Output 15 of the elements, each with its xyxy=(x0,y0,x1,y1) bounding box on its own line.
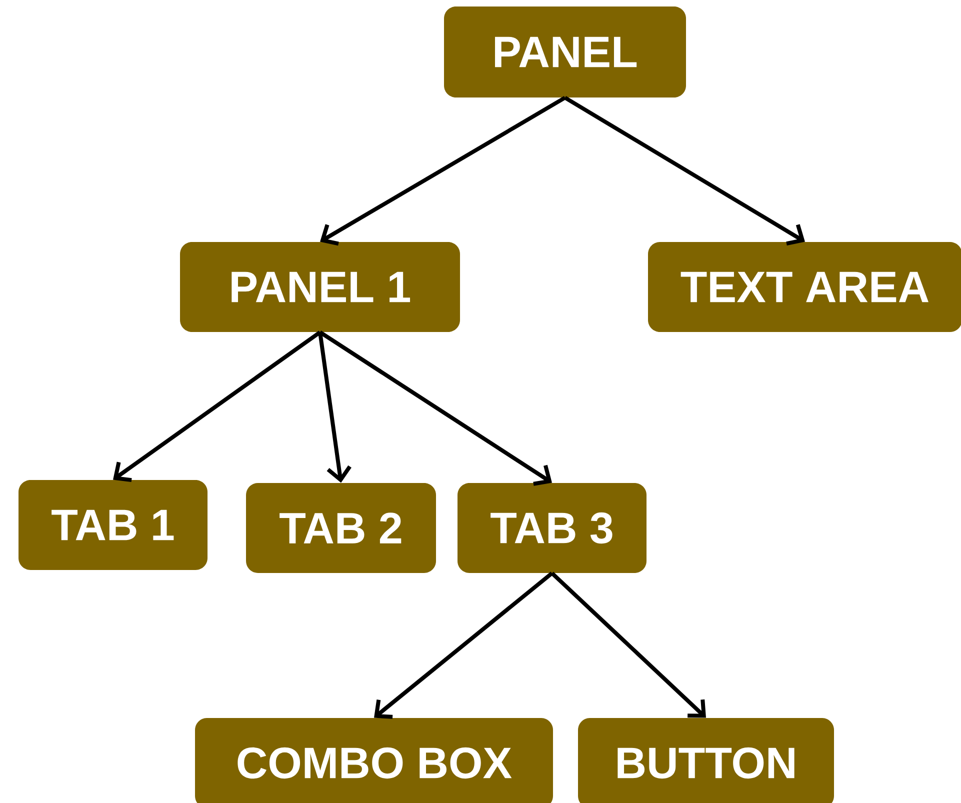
component-box: PANEL 1 xyxy=(180,242,460,332)
component-box: TAB 1 xyxy=(18,480,208,570)
arrow xyxy=(113,330,322,482)
arrow xyxy=(318,330,552,486)
component-box: COMBO BOX xyxy=(195,718,553,803)
arrow xyxy=(564,96,805,246)
component-box: BUTTON xyxy=(578,718,834,803)
component-box: TEXT AREA xyxy=(648,242,961,332)
arrow xyxy=(320,96,566,246)
arrow xyxy=(374,572,554,719)
component-box: PANEL xyxy=(444,6,686,98)
component-box: TAB 2 xyxy=(246,483,436,573)
arrow xyxy=(318,332,352,483)
arrow xyxy=(550,572,706,718)
component-box: TAB 3 xyxy=(458,483,646,573)
